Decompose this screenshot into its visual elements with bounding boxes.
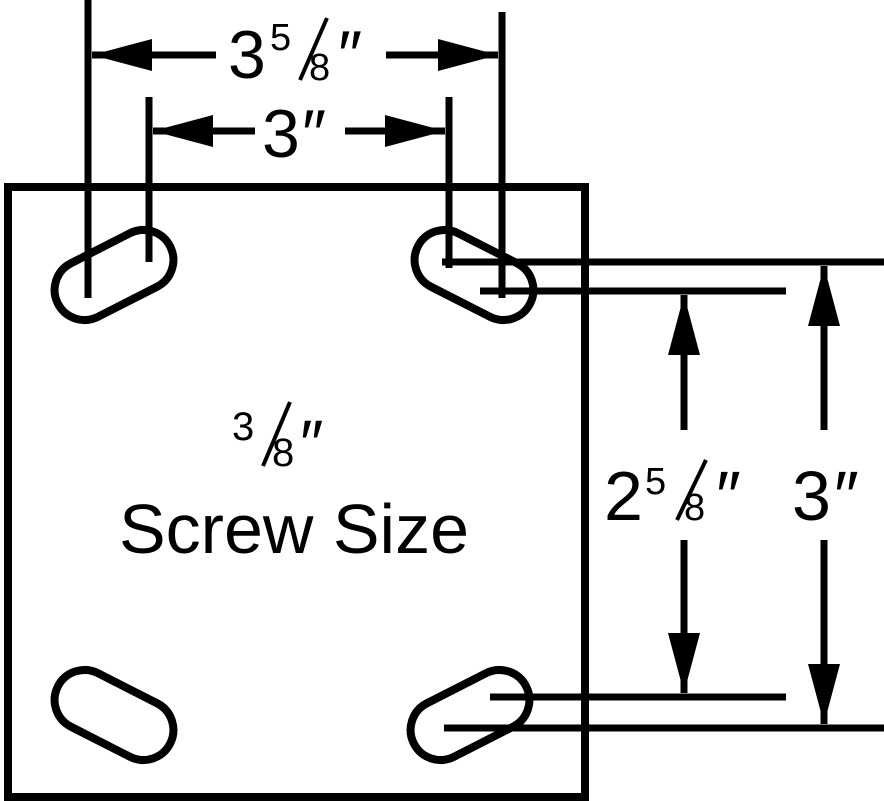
svg-text:3: 3 — [262, 96, 300, 172]
arrowhead-right — [385, 115, 445, 147]
svg-text:5: 5 — [270, 17, 291, 59]
dimension-line-outer-width — [92, 39, 498, 71]
screw-size-fraction: 3 8 ″ — [232, 401, 323, 480]
svg-text:2: 2 — [604, 457, 643, 535]
svg-text:″: ″ — [716, 457, 741, 535]
arrowhead-right — [438, 39, 498, 71]
svg-text:8: 8 — [684, 487, 705, 529]
bolt-slot-bottom-left — [50, 666, 178, 764]
svg-text:3: 3 — [792, 457, 831, 535]
arrowhead-down — [668, 633, 700, 693]
svg-text:″: ″ — [834, 457, 859, 535]
bolt-slot-top-left — [50, 226, 178, 324]
arrowhead-down — [808, 664, 840, 724]
dimension-line-inner-width — [153, 115, 445, 147]
arrowhead-left — [92, 39, 152, 71]
svg-text:3: 3 — [232, 405, 254, 449]
svg-text:″: ″ — [302, 96, 326, 172]
arrowhead-left — [153, 115, 213, 147]
label-outer-height: 3 ″ — [792, 457, 859, 535]
label-outer-width: 3 5 8 ″ — [228, 17, 362, 93]
svg-text:5: 5 — [645, 461, 666, 503]
svg-text:3: 3 — [228, 17, 266, 93]
screw-size-caption: Screw Size — [119, 490, 469, 568]
dimension-line-inner-height — [668, 295, 700, 693]
arrowhead-up — [668, 295, 700, 355]
bolt-slot-top-right — [410, 226, 538, 324]
dimension-line-outer-height — [808, 266, 840, 724]
svg-text:″: ″ — [300, 406, 323, 480]
arrowhead-up — [808, 266, 840, 326]
label-inner-width: 3 ″ — [262, 96, 326, 172]
svg-text:8: 8 — [272, 431, 294, 475]
svg-text:8: 8 — [309, 47, 330, 89]
label-inner-height: 2 5 8 ″ — [604, 457, 741, 535]
top-plate-outline — [4, 183, 589, 801]
svg-text:″: ″ — [338, 17, 362, 93]
bolt-slot-bottom-right — [406, 666, 534, 764]
